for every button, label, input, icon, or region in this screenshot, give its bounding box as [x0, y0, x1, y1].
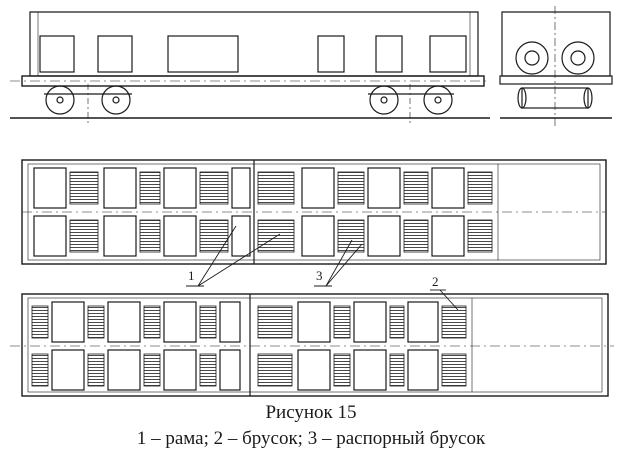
- plan-view-upper: [21, 159, 607, 265]
- wagon-body-outline: [29, 11, 479, 77]
- side-cargo-boxes: [39, 35, 467, 73]
- side-wheels: [44, 85, 454, 115]
- plan-upper-spacers: [69, 171, 493, 253]
- end-coil-rolls: [515, 41, 595, 75]
- callout-label-1: 1: [188, 268, 195, 283]
- plan-lower-spacers: [31, 305, 467, 387]
- callout-label-2: 2: [432, 274, 439, 289]
- figure-title: Рисунок 15: [265, 402, 357, 423]
- side-view: [10, 11, 490, 124]
- callout-label-3: 3: [316, 268, 323, 283]
- plan-view-lower: [10, 293, 614, 397]
- plan-lower-cargo: [51, 301, 439, 391]
- plan-lower-frame: [21, 293, 609, 397]
- figure-legend: 1 – рама; 2 – брусок; 3 – распорный брус…: [136, 428, 486, 449]
- end-view: [499, 6, 613, 128]
- plan-upper-cargo: [33, 167, 465, 257]
